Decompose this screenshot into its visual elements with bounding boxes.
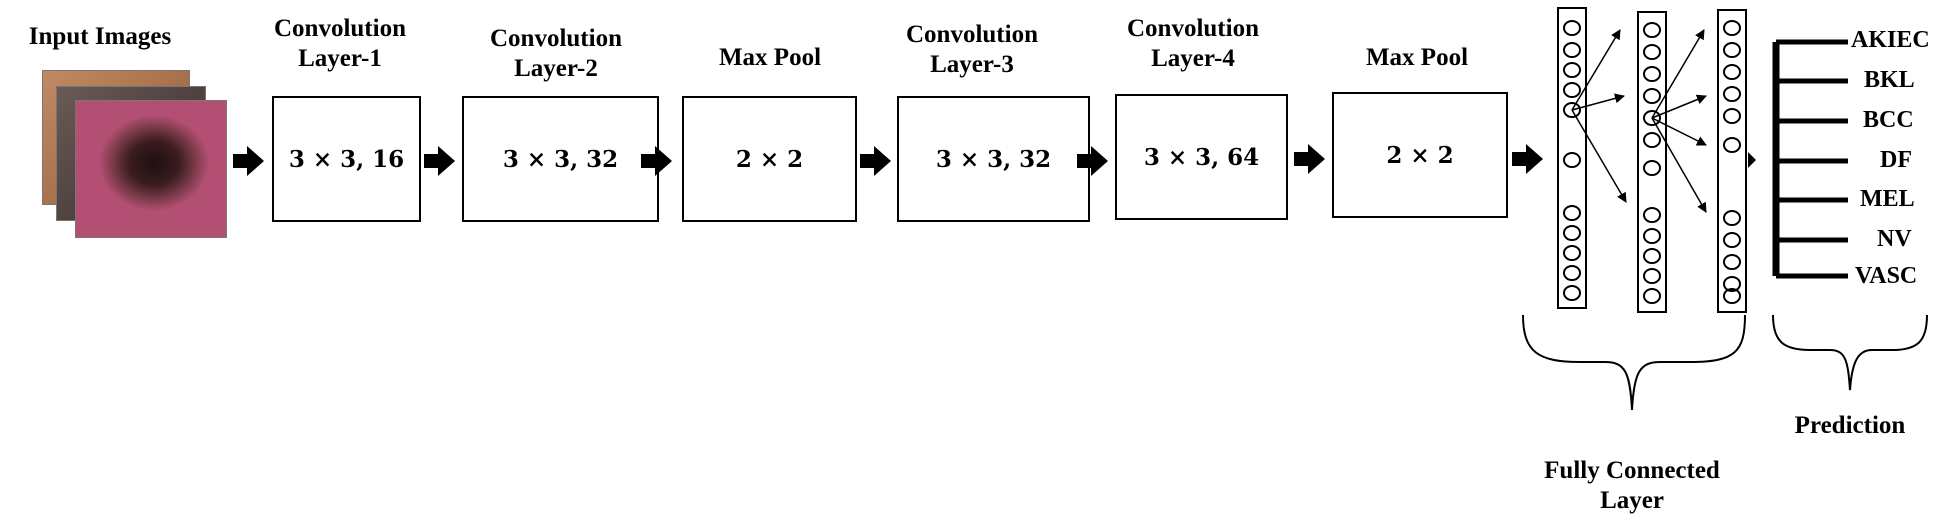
class-label-nv: NV (1877, 226, 1912, 252)
fc-neuron (1643, 66, 1661, 82)
class-label-vasc: VASC (1855, 263, 1918, 289)
fc-neuron (1563, 20, 1581, 36)
class-label-df: DF (1880, 147, 1912, 173)
class-label-bkl: BKL (1864, 67, 1915, 93)
stage-spec-maxpool-1: 2 × 2 (735, 145, 804, 173)
stage-box-maxpool-2: 2 × 2 (1332, 92, 1508, 218)
fc-brace (1522, 314, 1746, 411)
flow-arrow-1 (233, 146, 264, 176)
fc-neuron (1643, 44, 1661, 60)
fc-neuron (1563, 42, 1581, 58)
fc-neuron (1563, 205, 1581, 221)
stage-spec-maxpool-2: 2 × 2 (1386, 141, 1454, 169)
stage-box-conv-1: 3 × 3, 16 (272, 96, 421, 222)
fc-neuron (1723, 232, 1741, 248)
stage-box-maxpool-1: 2 × 2 (682, 96, 857, 222)
fc-neuron (1643, 132, 1661, 148)
stage-spec-conv-3: 3 × 3, 32 (935, 145, 1052, 173)
flow-arrow-3 (641, 146, 672, 176)
fc-neuron (1643, 288, 1661, 304)
fc-neuron (1563, 225, 1581, 241)
class-label-akiec: AKIEC (1851, 27, 1930, 53)
fc-column-1 (1557, 7, 1587, 309)
flow-arrow-2 (424, 146, 455, 176)
fc-neuron (1563, 265, 1581, 281)
prediction-input-arrow (1748, 152, 1756, 168)
fc-neuron (1723, 42, 1741, 58)
fc-neuron (1643, 88, 1661, 104)
flow-arrow-5 (1077, 146, 1108, 176)
stage-title-maxpool-2: Max Pool (1365, 44, 1469, 71)
fc-neuron-columns (1557, 7, 1747, 313)
fc-neuron (1563, 245, 1581, 261)
class-label-mel: MEL (1860, 186, 1915, 212)
fc-neuron (1723, 288, 1741, 304)
fc-neuron (1563, 82, 1581, 98)
stage-box-conv-2: 3 × 3, 32 (462, 96, 659, 222)
fc-neuron (1723, 137, 1741, 153)
fc-neuron (1723, 254, 1741, 270)
fc-neuron (1723, 210, 1741, 226)
prediction-title: Prediction (1794, 412, 1906, 439)
fc-neuron (1723, 276, 1741, 292)
fc-neuron (1643, 22, 1661, 38)
fc-neuron (1643, 268, 1661, 284)
fc-neuron (1723, 108, 1741, 124)
fc-column-3 (1717, 9, 1747, 313)
fc-neuron (1563, 285, 1581, 301)
input-image-front (75, 100, 227, 238)
fc-neuron (1643, 160, 1661, 176)
fc-neuron (1643, 248, 1661, 264)
flow-arrow-4 (860, 146, 891, 176)
fc-neuron (1563, 102, 1581, 118)
fc-neuron (1563, 62, 1581, 78)
input-title: Input Images (28, 23, 172, 50)
fc-neuron (1723, 20, 1741, 36)
flow-arrow-6 (1294, 144, 1325, 174)
fc-neuron (1723, 86, 1741, 102)
class-label-bcc: BCC (1863, 107, 1914, 133)
prediction-bracket (1772, 39, 1848, 279)
fc-neuron (1643, 110, 1661, 126)
fc-neuron (1563, 152, 1581, 168)
stage-spec-conv-1: 3 × 3, 16 (288, 145, 405, 173)
stage-spec-conv-4: 3 × 3, 64 (1143, 143, 1260, 171)
stage-box-conv-4: 3 × 3, 64 (1115, 94, 1288, 220)
stage-title-maxpool-1: Max Pool (718, 44, 822, 71)
fc-connections (1571, 29, 1707, 213)
stage-spec-conv-2: 3 × 3, 32 (502, 145, 619, 173)
prediction-brace (1772, 314, 1928, 391)
fc-neuron (1643, 207, 1661, 223)
fc-column-2 (1637, 11, 1667, 313)
flow-arrow-7 (1512, 144, 1543, 174)
fc-neuron (1643, 228, 1661, 244)
fc-neuron (1723, 64, 1741, 80)
